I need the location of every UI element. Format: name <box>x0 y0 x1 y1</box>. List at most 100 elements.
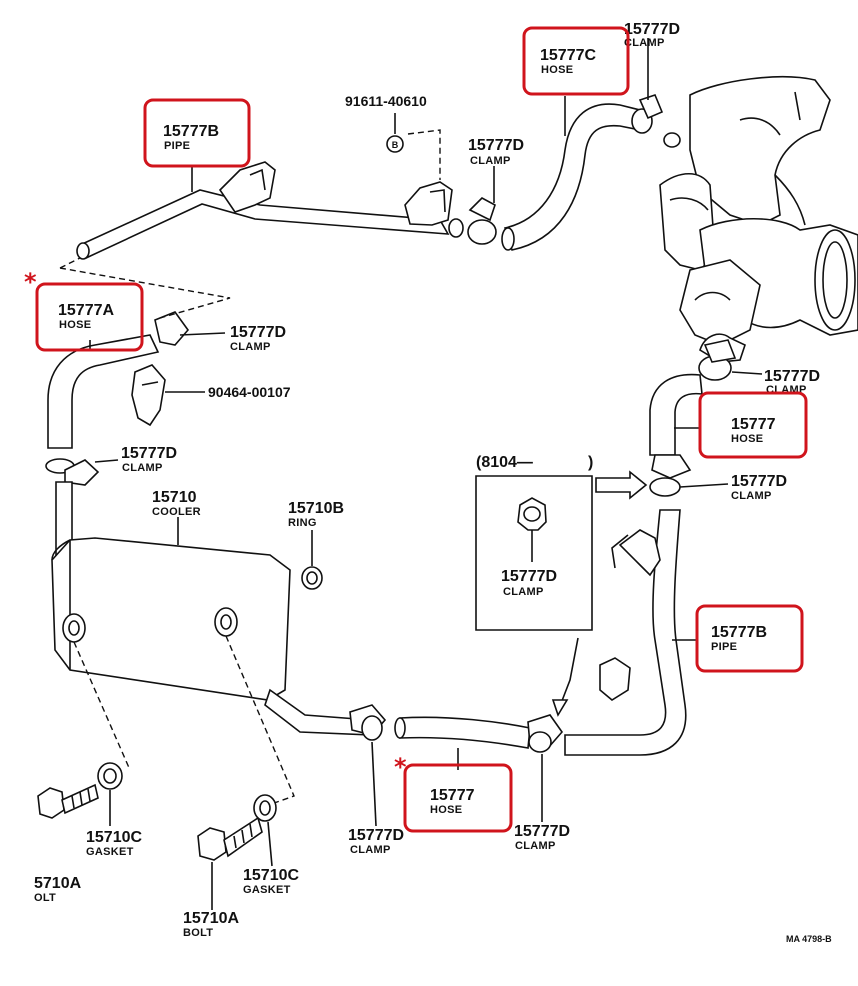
svg-text:PIPE: PIPE <box>164 140 190 152</box>
svg-text:HOSE: HOSE <box>59 319 91 331</box>
svg-text:91611-40610: 91611-40610 <box>345 93 427 109</box>
svg-text:CLAMP: CLAMP <box>470 155 511 167</box>
svg-text:(8104—: (8104— <box>476 454 533 471</box>
callout-gasket-15710c-left: 15710C GASKET <box>86 829 142 858</box>
callout-pipe-15777b-top: 15777B PIPE <box>163 123 219 152</box>
svg-text:CLAMP: CLAMP <box>624 37 665 49</box>
svg-text:CLAMP: CLAMP <box>503 586 544 598</box>
hose-15777-bottom <box>349 704 564 753</box>
gasket-15710c-right <box>253 794 277 867</box>
svg-text:15777D: 15777D <box>624 21 680 38</box>
highlight-hose-15777-bottom <box>403 763 513 833</box>
svg-text:15777D: 15777D <box>764 368 820 385</box>
svg-text:15777D: 15777D <box>501 568 557 585</box>
callout-bolt-91611-40610: 91611-40610 <box>345 93 427 109</box>
svg-text:GASKET: GASKET <box>243 884 291 896</box>
svg-text:15710: 15710 <box>152 489 197 506</box>
callout-cooler-15710: 15710 COOLER <box>152 489 201 518</box>
callout-clamp-15777d-bottom-right: 15777D CLAMP <box>514 823 570 852</box>
clamp-left <box>45 458 100 486</box>
svg-text:15777C: 15777C <box>540 47 596 64</box>
figure-reference: MA 4798-B <box>786 934 832 944</box>
ring-15710b <box>301 530 323 590</box>
callout-ring-15710b: 15710B RING <box>288 500 344 529</box>
hose-15777a <box>47 257 231 449</box>
inset-box <box>475 470 648 717</box>
svg-text:15777B: 15777B <box>711 624 767 641</box>
hose-15777-right <box>649 339 737 497</box>
svg-text:15777A: 15777A <box>58 302 114 319</box>
highlight-hose-15777-right <box>698 391 808 459</box>
highlight-pipe-15777b-right <box>695 604 804 673</box>
svg-text:CLAMP: CLAMP <box>122 462 163 474</box>
svg-text:OLT: OLT <box>34 892 56 904</box>
svg-text:RING: RING <box>288 517 317 529</box>
svg-text:CLAMP: CLAMP <box>350 844 391 856</box>
svg-text:HOSE: HOSE <box>731 433 763 445</box>
callout-hose-15777-bottom: 15777 HOSE <box>430 787 475 816</box>
svg-text:15777D: 15777D <box>121 445 177 462</box>
callout-clamp-15777d-inset: 15777D CLAMP <box>501 568 557 598</box>
bolt-15710a-left <box>37 641 131 819</box>
pipe-15777b-top <box>76 161 464 260</box>
svg-text:CLAMP: CLAMP <box>515 840 556 852</box>
svg-text:BOLT: BOLT <box>183 927 213 939</box>
engine-intake-housing <box>659 76 858 363</box>
svg-text:HOSE: HOSE <box>430 804 462 816</box>
callout-clamp-15777d-left: 15777D CLAMP <box>121 445 177 474</box>
highlight-hose-15777c <box>522 26 630 96</box>
svg-text:15777: 15777 <box>430 787 475 804</box>
svg-text:15777: 15777 <box>731 416 776 433</box>
hose-15777c <box>501 94 681 251</box>
svg-text:15777D: 15777D <box>731 473 787 490</box>
svg-text:15710C: 15710C <box>243 867 299 884</box>
highlight-hose-15777a <box>35 282 144 352</box>
svg-text:5710A: 5710A <box>34 875 82 892</box>
callout-clamp-15777d-top: 15777D CLAMP <box>624 21 680 49</box>
svg-text:15777D: 15777D <box>230 324 286 341</box>
callout-clamp-15777d-mid: 15777D CLAMP <box>468 137 524 167</box>
highlight-boxes <box>35 26 808 833</box>
callout-gasket-15710c-right: 15710C GASKET <box>243 867 299 896</box>
callout-clamp-15777d-right-mid: 15777D CLAMP <box>731 473 787 502</box>
svg-text:COOLER: COOLER <box>152 506 201 518</box>
asterisk-hose-15777a: * <box>24 268 37 296</box>
callout-clamp-15777d-a: 15777D CLAMP <box>230 324 286 353</box>
svg-text:15777D: 15777D <box>468 137 524 154</box>
callout-hose-15777a: 15777A HOSE <box>58 302 114 331</box>
svg-text:15710C: 15710C <box>86 829 142 846</box>
callout-clip-90464-00107: 90464-00107 <box>208 384 291 400</box>
svg-text:15777D: 15777D <box>348 827 404 844</box>
svg-text:): ) <box>588 454 593 471</box>
callout-inset-8104: (8104— ) <box>476 454 593 471</box>
callout-pipe-15777b-right: 15777B PIPE <box>711 624 767 653</box>
clip-90464-00107 <box>131 364 166 427</box>
callout-clamp-15777d-bottom-left: 15777D CLAMP <box>348 827 404 856</box>
callout-bolt-15710a-left: 5710A OLT <box>34 875 82 904</box>
svg-text:90464-00107: 90464-00107 <box>208 384 291 400</box>
bolt-91611-40610: B <box>386 113 441 180</box>
svg-text:CLAMP: CLAMP <box>731 490 772 502</box>
callout-bolt-15710a-right: 15710A BOLT <box>183 910 239 939</box>
asterisk-hose-15777-bottom: * <box>394 753 407 781</box>
callout-hose-15777-right: 15777 HOSE <box>731 416 776 445</box>
svg-text:HOSE: HOSE <box>541 64 573 76</box>
gasket-15710c-left <box>97 762 123 826</box>
svg-text:CLAMP: CLAMP <box>230 341 271 353</box>
svg-text:15777B: 15777B <box>163 123 219 140</box>
svg-text:15710A: 15710A <box>183 910 239 927</box>
bolt-15710a-right <box>197 635 295 910</box>
callout-hose-15777c: 15777C HOSE <box>540 47 596 76</box>
leader-lines <box>89 38 763 827</box>
pipe-15777b-right <box>564 509 687 756</box>
svg-text:PIPE: PIPE <box>711 641 737 653</box>
highlight-pipe-15777b-top <box>143 98 251 168</box>
svg-text:15710B: 15710B <box>288 500 344 517</box>
svg-text:B: B <box>392 140 399 150</box>
clamp-top-mid <box>467 197 497 245</box>
svg-text:15777D: 15777D <box>514 823 570 840</box>
cooler-15710 <box>51 481 373 736</box>
svg-text:GASKET: GASKET <box>86 846 134 858</box>
